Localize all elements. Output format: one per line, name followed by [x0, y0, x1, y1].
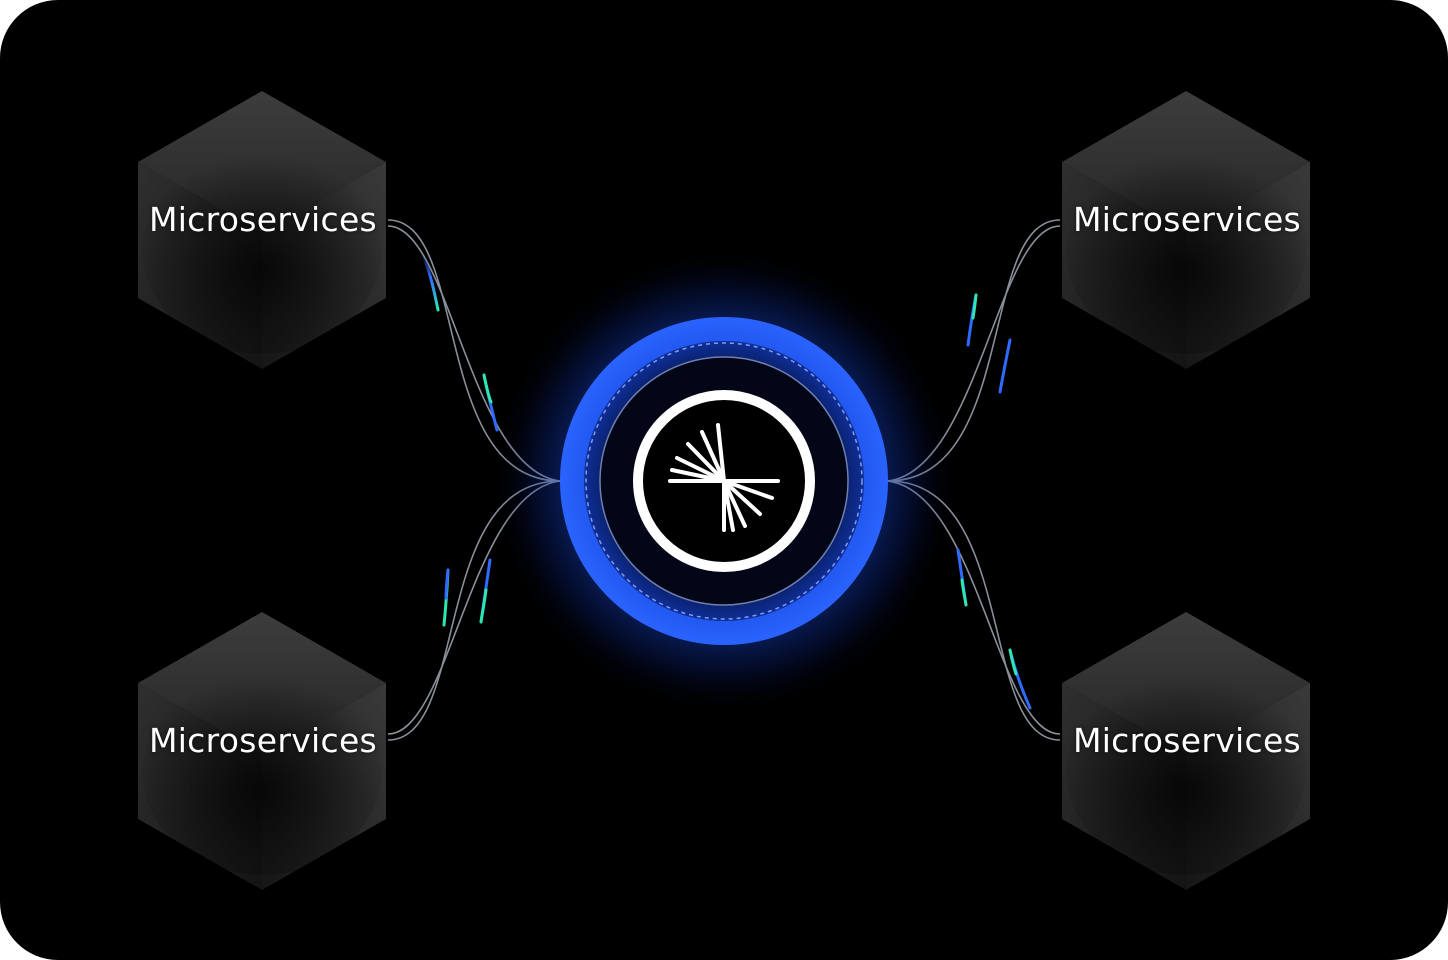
data-pulses [421, 253, 1032, 710]
node-label-bottom-right: Microservices [1072, 721, 1302, 760]
starburst-logo-icon [668, 423, 780, 532]
node-label-bottom-left: Microservices [148, 721, 378, 760]
hub [489, 246, 959, 716]
node-label-top-right: Microservices [1072, 200, 1302, 239]
node-label-top-left: Microservices [148, 200, 378, 239]
